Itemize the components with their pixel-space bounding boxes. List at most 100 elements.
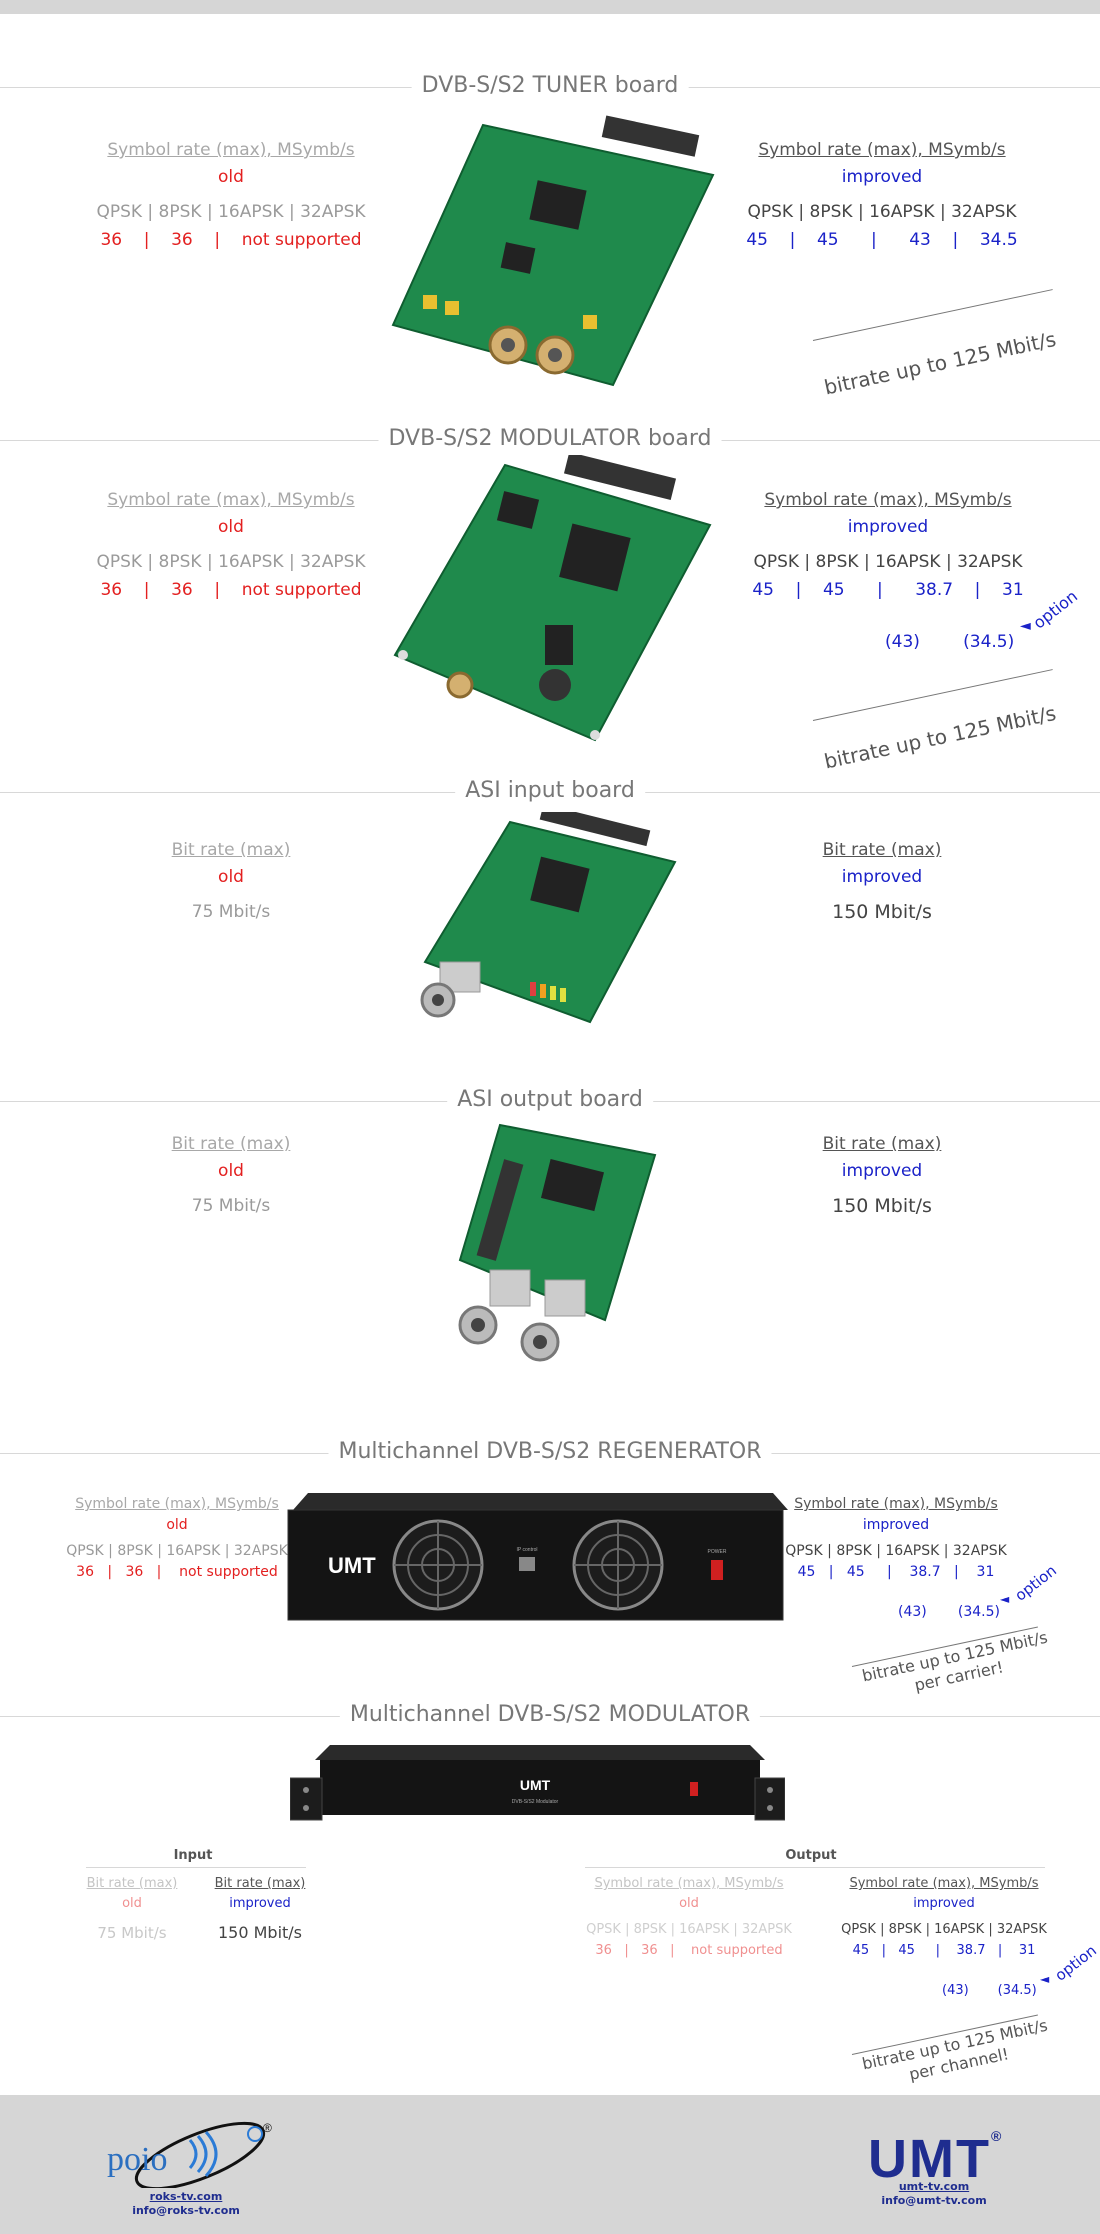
status-old: old: [218, 867, 244, 887]
bitrate-note: bitrate up to 125 Mbit/s: [822, 326, 1059, 400]
status-improved: improved: [913, 1896, 975, 1911]
modulation-list: QPSK | 8PSK | 16APSK | 32APSK: [747, 202, 1017, 222]
spec-label: Bit rate (max): [171, 1134, 291, 1154]
option-label: option: [1029, 586, 1082, 633]
values-row: 45 | 45 | 43 | 34.5: [746, 230, 1018, 250]
spec-label: Bit rate (max): [214, 1876, 306, 1891]
regenerator-device-image: UMT IP control POWER: [287, 1493, 788, 1621]
status-old: old: [679, 1896, 699, 1911]
status-improved: improved: [229, 1896, 291, 1911]
spec-label: Symbol rate (max), MSymb/s: [794, 1496, 998, 1512]
option-label: option: [1051, 1941, 1100, 1985]
section-title-modulator: DVB-S/S2 MODULATOR board: [378, 426, 722, 451]
bitrate-note: bitrate up to 125 Mbit/s: [822, 700, 1059, 774]
device-power-label: POWER: [708, 1549, 727, 1555]
option-label: option: [1011, 1561, 1060, 1605]
status-improved: improved: [862, 1517, 930, 1533]
regen-new-specs: Symbol rate (max), MSymb/s improved QPSK…: [785, 1496, 1007, 1580]
modulator-new-specs: Symbol rate (max), MSymb/s improved QPSK…: [752, 490, 1023, 600]
input-old-specs: Bit rate (max) old 75 Mbit/s: [87, 1876, 178, 1949]
umt-site-link[interactable]: umt-tv.com: [898, 2180, 970, 2193]
spec-label: Symbol rate (max), MSymb/s: [107, 140, 355, 160]
output-heading: Output: [785, 1848, 837, 1863]
option-values: (43) (34.5): [898, 1604, 1001, 1620]
svg-text:®: ®: [263, 2121, 272, 2135]
status-old: old: [218, 167, 244, 187]
roks-email-link[interactable]: info@roks-tv.com: [132, 2204, 240, 2217]
device-subtitle: DVB-S/S2 Modulator: [512, 1799, 559, 1805]
bitrate-note: bitrate up to 125 Mbit/s per carrier!: [860, 1627, 1050, 1695]
input-new-specs: Bit rate (max) improved 150 Mbit/s: [215, 1876, 306, 1949]
spec-label: Bit rate (max): [822, 1134, 942, 1154]
section-title-tuner: DVB-S/S2 TUNER board: [411, 73, 689, 98]
values-row: 45 | 45 | 38.7 | 31: [852, 1943, 1036, 1958]
multichannel-modulator-device-image: UMT DVB-S/S2 Modulator: [290, 1745, 785, 1821]
roks-site-link[interactable]: roks-tv.com: [149, 2190, 223, 2203]
bitrate-value: 75 Mbit/s: [191, 1196, 271, 1216]
bitrate-value: 75 Mbit/s: [97, 1924, 167, 1942]
tuner-new-specs: Symbol rate (max), MSymb/s improved QPSK…: [746, 140, 1017, 250]
modulator-board-image: [393, 455, 712, 742]
bitrate-value: 150 Mbit/s: [832, 901, 932, 923]
modulation-list: QPSK | 8PSK | 16APSK | 32APSK: [841, 1922, 1047, 1937]
footer: [0, 2095, 1100, 2234]
spec-label: Bit rate (max): [86, 1876, 178, 1891]
values-row: 36 | 36 | not supported: [595, 1943, 783, 1958]
spec-label: Symbol rate (max), MSymb/s: [107, 490, 355, 510]
umt-logo[interactable]: UMT®: [868, 2128, 1004, 2189]
values-row: 45 | 45 | 38.7 | 31: [752, 580, 1024, 600]
modulation-list: QPSK | 8PSK | 16APSK | 32APSK: [785, 1543, 1007, 1559]
asi-out-new-specs: Bit rate (max) improved 150 Mbit/s: [823, 1134, 942, 1224]
asi-input-board-image: [420, 812, 677, 1024]
option-arrow-icon: ◄: [1020, 618, 1031, 634]
option-values: (43) (34.5): [942, 1983, 1037, 1998]
modulation-list: QPSK | 8PSK | 16APSK | 32APSK: [753, 552, 1023, 572]
section-title-regenerator: Multichannel DVB-S/S2 REGENERATOR: [328, 1439, 772, 1464]
spec-label: Symbol rate (max), MSymb/s: [758, 140, 1006, 160]
section-title-multichannel-modulator: Multichannel DVB-S/S2 MODULATOR: [339, 1702, 761, 1727]
option-values: (43) (34.5): [885, 632, 1015, 652]
bitrate-value: 150 Mbit/s: [217, 1923, 303, 1942]
input-divider: [86, 1867, 306, 1868]
status-improved: improved: [847, 517, 929, 537]
values-row: 36 | 36 | not supported: [100, 230, 362, 250]
umt-email-link[interactable]: info@umt-tv.com: [881, 2194, 987, 2207]
values-row: 36 | 36 | not supported: [100, 580, 362, 600]
asi-output-board-image: [458, 1123, 657, 1362]
spec-label: Symbol rate (max), MSymb/s: [75, 1496, 279, 1512]
spec-label: Bit rate (max): [171, 840, 291, 860]
modulation-list: QPSK | 8PSK | 16APSK | 32APSK: [96, 552, 366, 572]
umt-contacts: umt-tv.com info@umt-tv.com: [881, 2180, 986, 2208]
status-old: old: [218, 517, 244, 537]
asi-in-old-specs: Bit rate (max) old 75 Mbit/s: [172, 840, 291, 930]
tuner-old-specs: Symbol rate (max), MSymb/s old QPSK | 8P…: [96, 140, 365, 250]
modulation-list: QPSK | 8PSK | 16APSK | 32APSK: [586, 1922, 792, 1937]
output-old-specs: Symbol rate (max), MSymb/s old QPSK | 8P…: [586, 1876, 792, 1958]
device-brand: UMT: [328, 1553, 376, 1578]
spec-label: Symbol rate (max), MSymb/s: [594, 1876, 784, 1891]
bitrate-value: 75 Mbit/s: [191, 902, 271, 922]
status-old: old: [218, 1161, 244, 1181]
roks-contacts: roks-tv.com info@roks-tv.com: [132, 2190, 240, 2218]
tuner-board-image: [391, 115, 715, 387]
option-arrow-icon: ◄: [1040, 1972, 1050, 1986]
top-bar: [0, 0, 1100, 14]
section-title-asi-input: ASI input board: [455, 778, 645, 803]
input-heading: Input: [173, 1848, 213, 1863]
spec-label: Symbol rate (max), MSymb/s: [764, 490, 1012, 510]
roks-logo-text: poio: [107, 2141, 167, 2178]
spec-label: Bit rate (max): [822, 840, 942, 860]
status-old: old: [166, 1517, 188, 1533]
bitrate-underline: [812, 289, 1053, 341]
bitrate-value: 150 Mbit/s: [832, 1195, 932, 1217]
modulator-old-specs: Symbol rate (max), MSymb/s old QPSK | 8P…: [96, 490, 365, 600]
values-row: 36 | 36 | not supported: [76, 1564, 278, 1580]
modulation-list: QPSK | 8PSK | 16APSK | 32APSK: [96, 202, 366, 222]
regen-old-specs: Symbol rate (max), MSymb/s old QPSK | 8P…: [66, 1496, 288, 1580]
roks-logo[interactable]: poio ®: [105, 2118, 275, 2188]
modulation-list: QPSK | 8PSK | 16APSK | 32APSK: [66, 1543, 288, 1559]
option-arrow-icon: ◄: [1000, 1592, 1010, 1606]
asi-in-new-specs: Bit rate (max) improved 150 Mbit/s: [823, 840, 942, 930]
asi-out-old-specs: Bit rate (max) old 75 Mbit/s: [172, 1134, 291, 1224]
bitrate-note: bitrate up to 125 Mbit/s per channel!: [860, 2015, 1050, 2084]
